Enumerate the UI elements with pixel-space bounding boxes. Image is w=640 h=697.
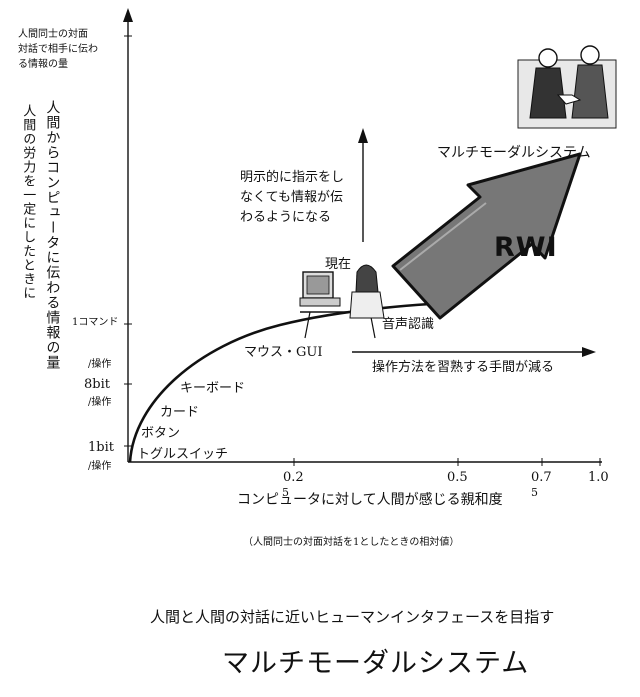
x-tick-label-05: 0.5 [447, 470, 468, 485]
y-axis-top-label-1: 人間同士の対面 [18, 29, 88, 40]
label-keyboard: キーボード [180, 381, 246, 396]
x-tick-label-02: 0.2 [283, 470, 304, 485]
y-axis-top-label-3: る情報の量 [18, 59, 68, 70]
footer-title: マルチモーダルシステム [222, 648, 530, 679]
y-tick-label-8bit-post: /操作 [88, 397, 112, 408]
footer-subtitle: 人間と人間の対話に近いヒューマンインタフェースを目指す [150, 608, 555, 626]
x-axis-title: コンピュータに対して人間が感じる親和度 [237, 492, 503, 508]
x-tick-label-07: 0.7 [531, 470, 552, 485]
label-mouse-gui: マウス・GUI [244, 345, 323, 360]
y-tick-label-8bit-pre: /操作 [88, 359, 112, 370]
y-tick-label-8bit: 8bit [84, 377, 110, 392]
y-axis-arrowhead [123, 8, 133, 22]
x-tick-label-10: 1.0 [588, 470, 609, 485]
y-axis-title-primary: 人間からコンピュータに伝わる情報の量 [44, 100, 61, 370]
label-voice-recognition: 音声認識 [382, 317, 435, 332]
implicit-instruction-text: 明示的に指示をし なくても情報が伝 わるようになる [240, 168, 344, 228]
y-tick-label-1bit: 1bit [88, 440, 114, 455]
y-tick-label-1bit-post: /操作 [88, 461, 112, 472]
label-now: 現在 [325, 257, 352, 272]
implicit-arrowhead [358, 128, 368, 143]
x-axis-stray-5-b: 5 [531, 486, 538, 499]
x-axis-note: （人間同士の対面対話を1としたときの相対値） [243, 537, 460, 548]
implicit-instruction-line-2: なくても情報が伝 [240, 190, 343, 206]
learning-effort-text: 操作方法を習熟する手間が減る [372, 360, 555, 375]
rwi-big-arrow-icon [391, 152, 582, 320]
woman-at-computer-icon [299, 264, 385, 339]
handshake-icon [517, 45, 617, 129]
label-button: ボタン [141, 426, 181, 441]
y-axis-top-label-2: 対話で相手に伝わ [18, 44, 98, 55]
multimodal-label: マルチモーダルシステム [437, 145, 591, 161]
label-toggle-switch: トグルスイッチ [137, 447, 229, 462]
y-axis-title-secondary: 人間の労力を一定にしたときに [20, 104, 36, 300]
rwi-label: RWI [494, 232, 558, 263]
learning-arrowhead [582, 347, 596, 357]
x-axis-stray-5-a: 5 [282, 486, 289, 499]
implicit-instruction-line-3: わるようになる [240, 210, 332, 226]
label-card: カード [160, 405, 200, 420]
implicit-instruction-line-1: 明示的に指示をし [240, 170, 345, 185]
y-tick-label-1command: 1コマンド [72, 317, 119, 328]
